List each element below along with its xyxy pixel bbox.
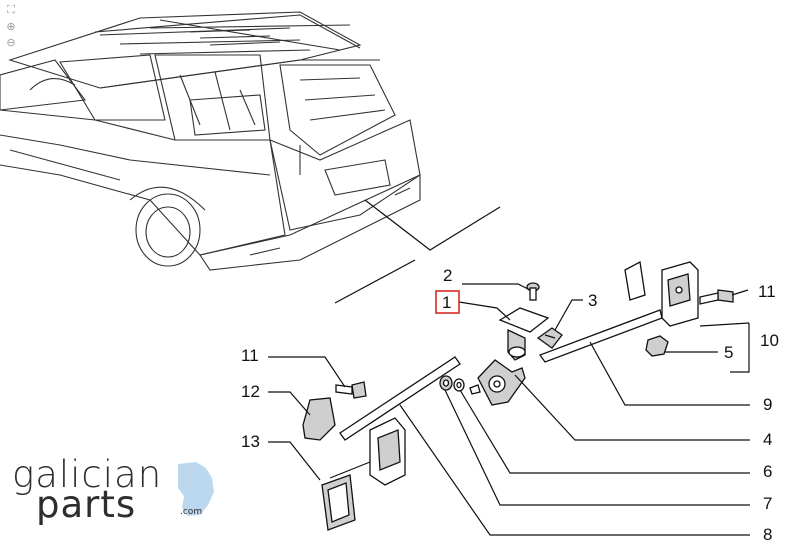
car-outline — [0, 11, 421, 271]
callout-1[interactable]: 1 — [442, 293, 451, 312]
logo-word-1: galician — [12, 453, 163, 496]
part-6-washer[interactable] — [453, 378, 465, 392]
detail-pointer-line — [364, 199, 501, 251]
left-latch-assembly[interactable] — [369, 417, 406, 486]
part-4-lock-body[interactable] — [469, 359, 526, 406]
part-11-bolt-left[interactable] — [335, 381, 367, 399]
zoom-out-icon[interactable]: ⊖ — [6, 36, 16, 49]
part-10-latch-assembly[interactable] — [624, 260, 699, 327]
callout-3[interactable]: 3 — [588, 291, 597, 310]
callout-8[interactable]: 8 — [763, 525, 772, 542]
logo-map-shape — [178, 462, 214, 516]
callout-10[interactable]: 10 — [760, 331, 779, 350]
seal-pointer — [329, 461, 371, 479]
logo-suffix: .com — [180, 507, 203, 517]
callout-2[interactable]: 2 — [443, 266, 452, 285]
selected-callout-highlight — [435, 290, 460, 314]
callout-6[interactable]: 6 — [763, 462, 772, 481]
callout-11-left[interactable]: 11 — [241, 346, 259, 365]
galicianparts-logo: galician parts .com — [12, 455, 222, 525]
part-13-seal-pad[interactable] — [321, 474, 356, 531]
callout-12[interactable]: 12 — [241, 382, 260, 401]
part-5-nut[interactable] — [645, 335, 669, 357]
part-7-washer[interactable] — [439, 375, 453, 391]
callout-5[interactable]: 5 — [724, 343, 733, 362]
callout-11-right[interactable]: 11 — [758, 282, 776, 301]
logo-word-2: parts — [36, 483, 137, 526]
detail-pointer-line-lower — [334, 259, 416, 304]
leader-lines — [268, 283, 750, 536]
fit-screen-icon[interactable]: ⛶ — [7, 3, 15, 16]
callout-7[interactable]: 7 — [763, 494, 772, 513]
callout-9[interactable]: 9 — [763, 395, 772, 414]
part-2-screw[interactable] — [526, 282, 540, 301]
zoom-in-icon[interactable]: ⊕ — [6, 20, 16, 33]
callout-4[interactable]: 4 — [763, 430, 772, 449]
part-3-clip[interactable] — [536, 327, 563, 349]
part-1-lock-cylinder[interactable] — [498, 307, 550, 361]
part-12-bracket[interactable] — [302, 397, 336, 441]
callout-13[interactable]: 13 — [241, 432, 260, 451]
part-8-rod[interactable] — [339, 356, 461, 441]
part-11-bolt-right[interactable] — [699, 289, 734, 305]
